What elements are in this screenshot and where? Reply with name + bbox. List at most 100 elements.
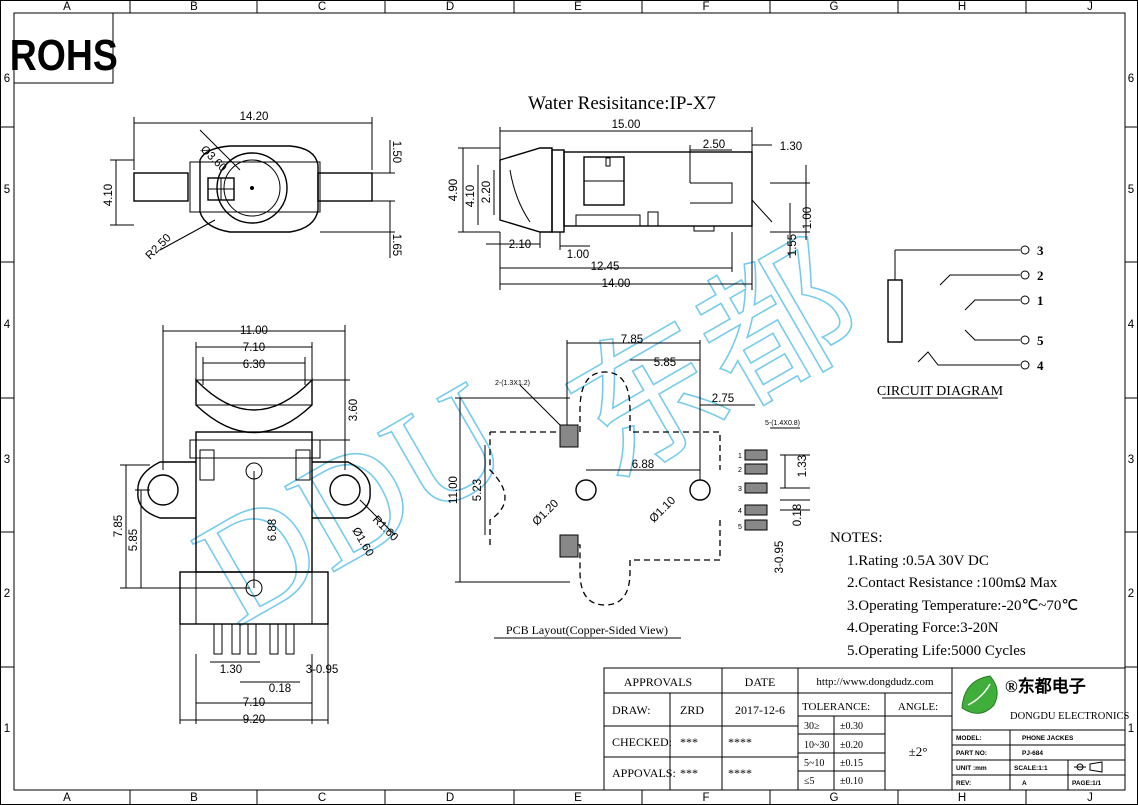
note-item: 5.Operating Life:5000 Cycles: [847, 643, 1026, 659]
pcb-pad: [744, 482, 768, 494]
tol-value: ±0.10: [840, 776, 863, 787]
scale-label: SCALE:1:1: [1014, 765, 1048, 772]
dim-label: 1.30: [220, 664, 242, 676]
tol-range: ≤5: [804, 776, 815, 787]
grid-row-right: 4: [1128, 319, 1135, 331]
unit-label: UNIT :mm: [956, 765, 987, 772]
draw-name: ZRD: [680, 703, 704, 717]
pcb-pad: [744, 504, 768, 516]
inner-frame: [13, 12, 1126, 791]
dim-label: 4.10: [103, 184, 115, 206]
note-item: 2.Contact Resistance :100mΩ Max: [847, 575, 1058, 591]
dim-label: 1.30: [780, 141, 802, 153]
tol-range: 10~30: [804, 740, 829, 751]
dim-label: 6.88: [632, 459, 654, 471]
front-view-ear-right: [312, 461, 371, 519]
grid-col-top: B: [190, 1, 198, 13]
front-view: 11.00 7.10 6.30 3.60 7.85 5.85 6.88 R1.6…: [113, 325, 400, 726]
checked-name: ***: [680, 735, 698, 749]
pcb-pad: [744, 463, 768, 475]
pcb-pad-left-bottom: [559, 534, 579, 558]
pcb-pad: [744, 449, 768, 461]
grid-col-top: C: [318, 1, 326, 13]
grid-col-top: F: [702, 1, 709, 13]
dim-label: 9.20: [243, 714, 265, 726]
pcb-pad-left-top: [559, 424, 579, 448]
grid-col-bottom: F: [702, 792, 709, 804]
page-label: PAGE:1/1: [1072, 780, 1102, 787]
dim-label: 4.10: [465, 185, 477, 207]
dim-label: 1.00: [802, 207, 814, 229]
grid-col-bottom: D: [446, 792, 454, 804]
circuit-pin-label: 1: [1037, 293, 1044, 308]
grid-col-top: A: [63, 1, 71, 13]
draw-label: DRAW:: [612, 703, 651, 717]
tol-value: ±0.30: [840, 721, 863, 732]
angle-value: ±2°: [909, 744, 928, 759]
pcb-pad: [744, 519, 768, 531]
grid-col-bottom: H: [958, 792, 966, 804]
note-item: 4.Operating Force:3-20N: [847, 620, 999, 636]
company-name-cn: ®东都电子: [1005, 676, 1086, 696]
top-view: 14.20 Ø3.60 4.10 1.50 R2.50 1.65: [103, 111, 402, 262]
circuit-pin-label: 2: [1037, 268, 1044, 283]
circuit-pin-label: 4: [1037, 358, 1044, 373]
dim-label: 1.55: [787, 234, 799, 256]
pcb-outline: [489, 371, 721, 606]
pad-number: 2: [738, 467, 742, 474]
grid-col-bottom: B: [190, 792, 198, 804]
tol-range: 30≥: [804, 721, 820, 732]
dim-label: 7.10: [243, 697, 265, 709]
drawing-title: Water Resisitance:IP-X7: [528, 93, 716, 114]
dim-label: 14.20: [240, 111, 269, 123]
dim-label: 1.65: [390, 234, 402, 256]
dim-label: 0.18: [792, 504, 804, 526]
dim-label: 11.00: [240, 325, 268, 337]
pad-number: 1: [738, 453, 742, 460]
grid-col-bottom: E: [574, 792, 582, 804]
grid-row-right: 5: [1128, 184, 1134, 196]
grid-col-bottom: A: [63, 792, 71, 804]
dim-label: Ø3.60: [198, 144, 229, 175]
rohs-label: ROHS: [10, 30, 118, 80]
draw-date: 2017-12-6: [735, 703, 785, 717]
top-view-frame: [189, 161, 321, 213]
grid-row-right: 2: [1128, 588, 1134, 600]
dim-label: 14.00: [602, 278, 631, 290]
grid-labels: A B C D E F G H J A B C D E F G H J 6 5 …: [4, 1, 1135, 804]
side-view-nose: [499, 147, 553, 233]
part-no-value: PJ-684: [1022, 750, 1043, 757]
grid-col-top: J: [1087, 1, 1093, 13]
company-name-en: DONGDU ELECTRONICS: [1010, 711, 1129, 722]
pad-number: 4: [738, 508, 742, 515]
dim-label: 2.50: [703, 139, 725, 151]
grid-row-left: 3: [4, 454, 10, 466]
checked-date: ****: [728, 735, 752, 749]
side-view: 15.00 2.50 1.30 4.90 4.10 2.20 2.10 1.00…: [448, 119, 814, 290]
date-header: DATE: [745, 675, 776, 689]
rev-label: REV:: [956, 780, 971, 787]
grid-row-right: 1: [1128, 723, 1134, 735]
dim-label: 15.00: [612, 119, 641, 131]
grid-row-left: 4: [4, 319, 11, 331]
dim-label: 1.00: [567, 249, 589, 261]
grid-col-bottom: G: [830, 792, 839, 804]
note-item: 3.Operating Temperature:-20℃~70℃: [847, 598, 1078, 614]
dim-label: 5.85: [128, 529, 140, 551]
circuit-diagram: 3 2 1 5 4 CIRCUIT DIAGRAM: [877, 243, 1044, 399]
model-label: MODEL:: [956, 735, 982, 742]
pad-note-right: 5-(1.4X0.8): [765, 420, 800, 427]
dim-label: 6.88: [267, 519, 279, 541]
grid-row-left: 2: [4, 588, 10, 600]
dim-label: 7.10: [243, 342, 265, 354]
dim-label: Ø1.20: [531, 498, 562, 529]
tolerance-header: TOLERANCE:: [802, 701, 870, 713]
dim-label: 3-0.95: [774, 541, 786, 574]
grid-col-top: E: [574, 1, 582, 13]
dim-label: 5.23: [472, 479, 484, 501]
circuit-title: CIRCUIT DIAGRAM: [877, 384, 1004, 399]
projection-icon: [1074, 761, 1103, 773]
dim-label: Ø1.10: [648, 495, 679, 526]
circuit-pin-label: 5: [1037, 333, 1044, 348]
